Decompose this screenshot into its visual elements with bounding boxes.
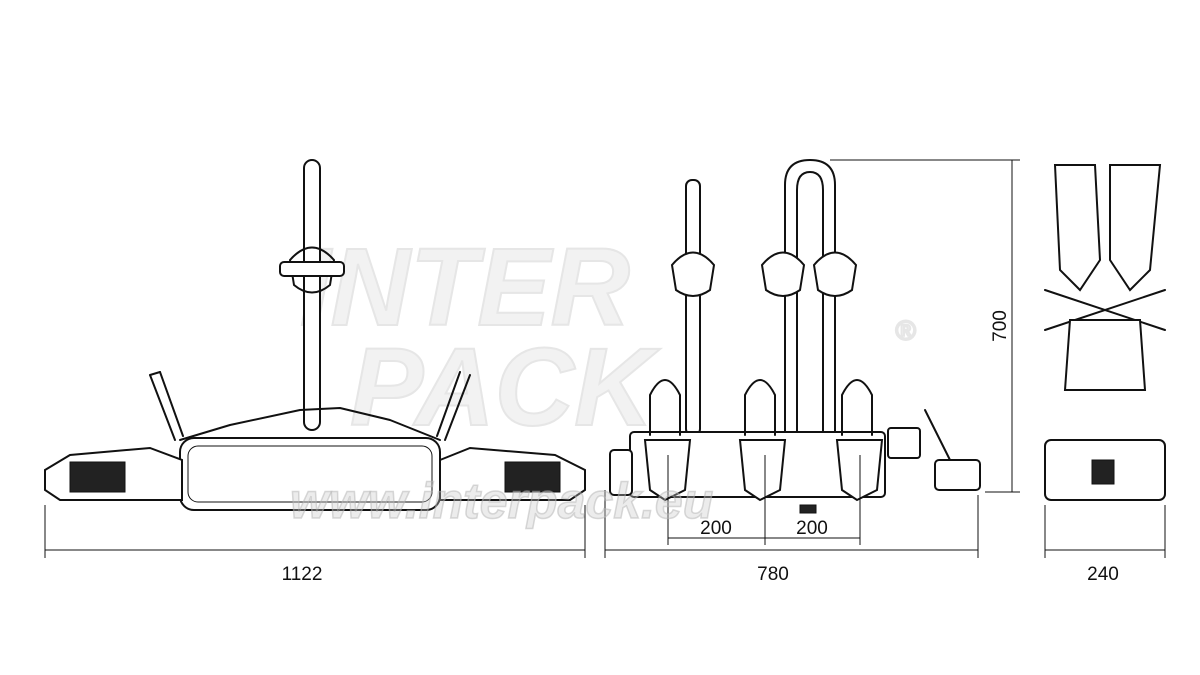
watermark-pack: PACK bbox=[350, 326, 661, 449]
dimension-side-length: 780 bbox=[757, 564, 789, 585]
watermark-inter: INTER bbox=[300, 226, 630, 349]
rear-view bbox=[44, 159, 586, 511]
side-view bbox=[609, 159, 981, 514]
dimension-lines bbox=[44, 159, 1166, 558]
dimension-height: 700 bbox=[990, 310, 1011, 342]
dimension-spacing-1: 200 bbox=[700, 518, 732, 539]
watermark-logo: INTER PACK ® bbox=[299, 225, 917, 450]
watermark-registered: ® bbox=[895, 315, 916, 346]
watermark-url: www.interpack.eu bbox=[290, 473, 713, 529]
dimension-folded-width: 240 bbox=[1087, 564, 1119, 585]
dimension-rear-width: 1122 bbox=[282, 564, 323, 585]
dimension-spacing-2: 200 bbox=[796, 518, 828, 539]
folded-view bbox=[1044, 164, 1166, 501]
